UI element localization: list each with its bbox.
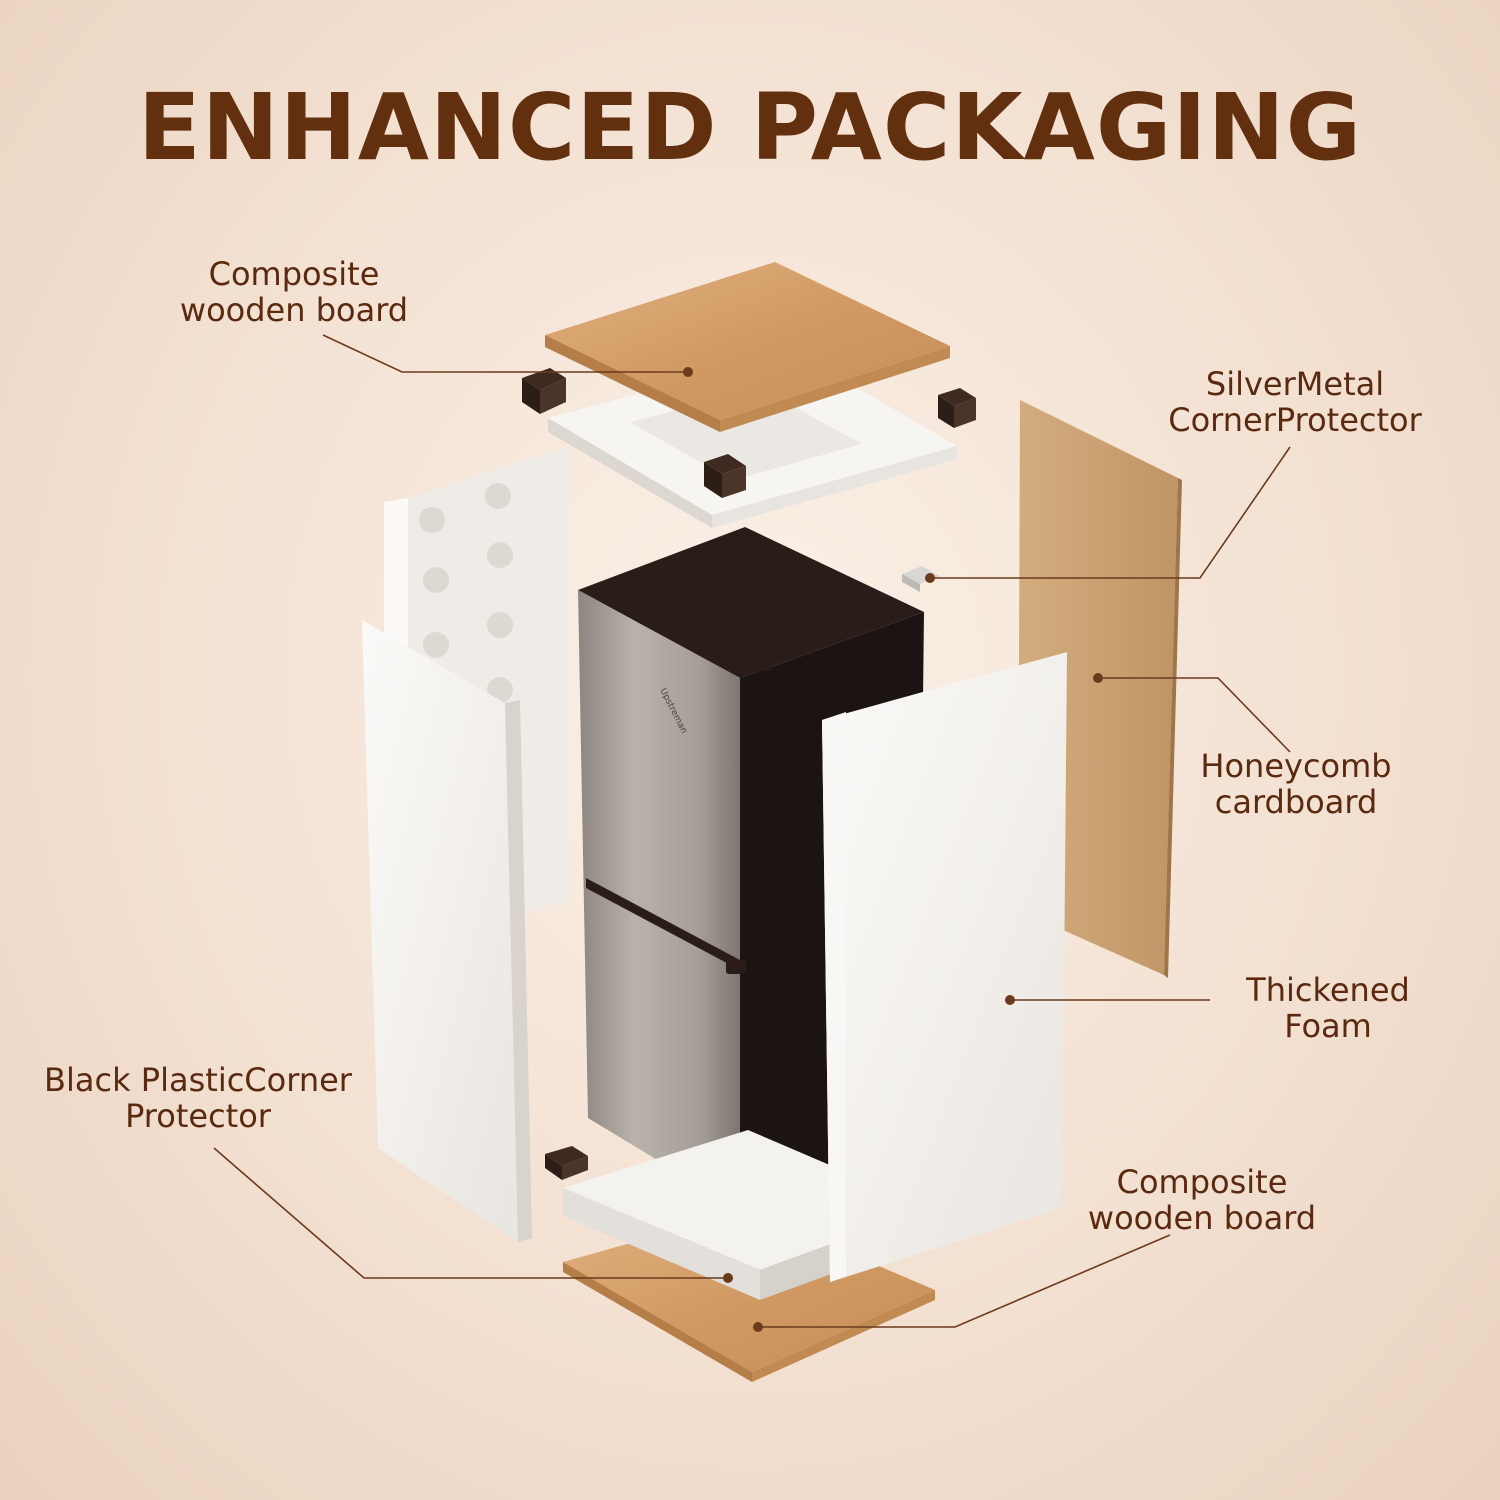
- leader-black-corner: [213, 1147, 728, 1279]
- leader-dots: [683, 367, 1103, 1332]
- top-wooden-board: [545, 262, 950, 432]
- label-thickened-foam: Thickened Foam: [1246, 971, 1410, 1045]
- leader-top-board: [322, 334, 688, 373]
- leader-lines: [213, 334, 1291, 1328]
- label-honeycomb-cardboard: Honeycomb cardboard: [1200, 747, 1392, 821]
- label-silver-corner-protector: SilverMetal CornerProtector: [1168, 365, 1422, 439]
- label-top-wooden-board: Composite wooden board: [179, 255, 409, 329]
- leader-bottom-board: [758, 1234, 1171, 1328]
- label-black-corner-protector: Black PlasticCorner Protector: [44, 1061, 352, 1135]
- leader-silver-corner: [930, 446, 1291, 579]
- label-bottom-wooden-board: Composite wooden board: [1087, 1163, 1317, 1237]
- leader-honeycomb: [1098, 677, 1291, 753]
- left-foam-panel: [362, 620, 532, 1242]
- page-title: ENHANCED PACKAGING: [137, 74, 1363, 181]
- right-foam-panel: [822, 652, 1067, 1282]
